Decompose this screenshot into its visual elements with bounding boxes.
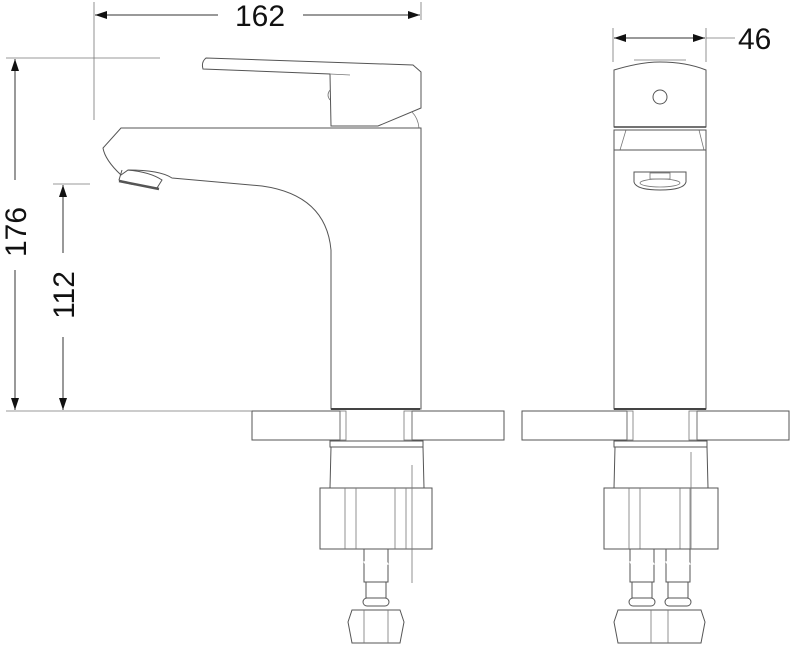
- handle-lever: [201, 57, 422, 129]
- aerator: [118, 169, 163, 191]
- countertop-section-right: [521, 410, 790, 441]
- dimension-112-label: 112: [48, 271, 81, 319]
- front-view: [521, 59, 790, 644]
- spout-body: [102, 127, 422, 410]
- supply-hoses-right: [613, 548, 706, 644]
- dimension-46: 46: [612, 23, 771, 62]
- dimension-162-label: 162: [235, 0, 285, 33]
- dimension-46-label: 46: [738, 23, 771, 56]
- dimension-176: 176: [0, 57, 160, 410]
- dimension-176-label: 176: [0, 207, 33, 257]
- dimension-112: 112: [48, 183, 90, 410]
- indicator-dot-icon: [652, 89, 668, 105]
- supply-hose-left: [347, 548, 405, 644]
- side-view: [102, 57, 505, 644]
- aerator-front: [633, 171, 687, 191]
- countertop-section-left: [240, 410, 505, 441]
- dimension-162: 162: [93, 0, 422, 120]
- mounting-nut-right: [603, 440, 719, 550]
- handle-front: [613, 59, 707, 128]
- collar-front: [614, 129, 706, 151]
